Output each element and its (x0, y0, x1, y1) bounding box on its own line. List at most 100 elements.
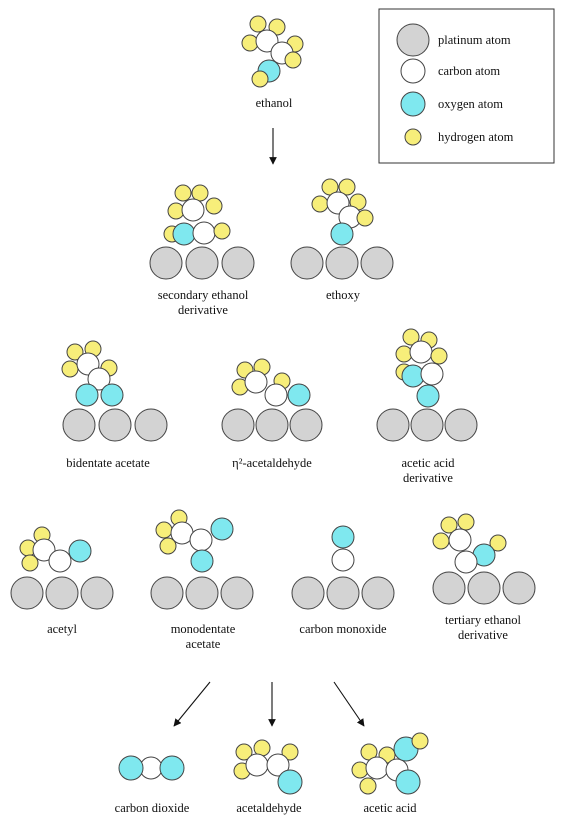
oxygen-atom (331, 525, 355, 549)
carbon-atom (244, 370, 268, 394)
platinum-atom (185, 246, 219, 280)
carbon-atom (448, 528, 472, 552)
carbon-atom (331, 548, 355, 572)
carbon-atom (192, 221, 216, 245)
oxygen-atom (416, 384, 440, 408)
species-label: tertiary ethanol (445, 613, 522, 627)
carbon-atom (266, 753, 290, 777)
species-label: derivative (178, 303, 228, 317)
hydrogen-atom (395, 345, 413, 363)
platinum-atom (255, 408, 289, 442)
platinum-atom (444, 408, 478, 442)
hydrogen-atom (205, 197, 223, 215)
hydrogen-atom (430, 347, 448, 365)
platinum-atom (134, 408, 168, 442)
oxygen-atom (100, 383, 124, 407)
species-label: acetaldehyde (236, 801, 302, 815)
platinum-atom (325, 246, 359, 280)
hydrogen-atom (432, 532, 450, 550)
carbon-atom (264, 383, 288, 407)
platinum-atom (221, 408, 255, 442)
hydrogen-atom (284, 51, 302, 69)
platinum-atom (360, 246, 394, 280)
species-tertiary-ethanol-derivative: tertiary ethanol derivative (432, 513, 536, 642)
species-label: ethoxy (326, 288, 361, 302)
oxygen-atom-swatch (400, 91, 426, 117)
species-label: carbon monoxide (299, 622, 387, 636)
hydrogen-atom (351, 761, 369, 779)
platinum-atom (80, 576, 114, 610)
platinum-atom (326, 576, 360, 610)
species-monodentate-acetate: monodentate acetate (150, 509, 254, 651)
legend-label: platinum atom (438, 33, 511, 47)
arrow-down-left (173, 681, 211, 727)
oxygen-atom (395, 769, 421, 795)
carbon-atom (454, 550, 478, 574)
oxygen-atom (75, 383, 99, 407)
hydrogen-atom (66, 343, 84, 361)
carbon-atom (245, 753, 269, 777)
species-carbon-monoxide: carbon monoxide (291, 525, 395, 636)
reaction-arrows (173, 128, 365, 727)
legend-item-oxygen: oxygen atom (400, 91, 503, 117)
platinum-atom (221, 246, 255, 280)
species-ethanol: ethanol (241, 15, 304, 110)
species-eta2-acetaldehyde: η²-acetaldehyde (221, 358, 323, 470)
carbon-atom-swatch (400, 58, 426, 84)
platinum-atom (220, 576, 254, 610)
carbon-atom (189, 528, 213, 552)
platinum-atom (149, 246, 183, 280)
hydrogen-atom (235, 743, 253, 761)
platinum-atom (98, 408, 132, 442)
platinum-atom (45, 576, 79, 610)
arrow-down-right (333, 681, 365, 727)
platinum-atom (185, 576, 219, 610)
carbon-atom (255, 29, 279, 53)
platinum-atom (10, 576, 44, 610)
species-acetaldehyde: acetaldehyde (233, 739, 303, 815)
hydrogen-atom (21, 554, 39, 572)
platinum-atom (410, 408, 444, 442)
species-label: secondary ethanol (158, 288, 249, 302)
species-label: acetic acid (363, 801, 417, 815)
species-secondary-ethanol-derivative: secondary ethanol derivative (149, 184, 255, 317)
carbon-atom (48, 549, 72, 573)
species-label: bidentate acetate (66, 456, 150, 470)
carbon-atom (32, 538, 56, 562)
species-label: acetic acid (401, 456, 455, 470)
carbon-atom (365, 756, 389, 780)
legend-item-hydrogen: hydrogen atom (404, 128, 514, 146)
legend-item-platinum: platinum atom (396, 23, 511, 57)
hydrogen-atom (440, 516, 458, 534)
species-ethoxy: ethoxy (290, 178, 394, 302)
hydrogen-atom (174, 184, 192, 202)
platinum-atom-swatch (396, 23, 430, 57)
carbon-atom (420, 362, 444, 386)
hydrogen-atom (338, 178, 356, 196)
hydrogen-atom (359, 777, 377, 795)
hydrogen-atom (155, 521, 173, 539)
oxygen-atom (68, 539, 92, 563)
hydrogen-atom (311, 195, 329, 213)
platinum-atom (432, 571, 466, 605)
species-carbon-dioxide: carbon dioxide (115, 755, 190, 815)
species-label: acetyl (47, 622, 77, 636)
oxygen-atom (118, 755, 144, 781)
oxygen-atom (277, 769, 303, 795)
legend-label: hydrogen atom (438, 130, 514, 144)
species-bidentate-acetate: bidentate acetate (61, 340, 168, 470)
hydrogen-atom (281, 743, 299, 761)
hydrogen-atom (356, 209, 374, 227)
species-acetyl: acetyl (10, 526, 114, 636)
hydrogen-atom (402, 328, 420, 346)
legend-item-carbon: carbon atom (400, 58, 500, 84)
hydrogen-atom (251, 70, 269, 88)
hydrogen-atom (213, 222, 231, 240)
oxygen-atom (190, 549, 214, 573)
hydrogen-atom (489, 534, 507, 552)
hydrogen-atom-swatch (404, 128, 422, 146)
species-acetic-acid: acetic acid (351, 732, 429, 815)
platinum-atom (467, 571, 501, 605)
species-label: derivative (458, 628, 508, 642)
